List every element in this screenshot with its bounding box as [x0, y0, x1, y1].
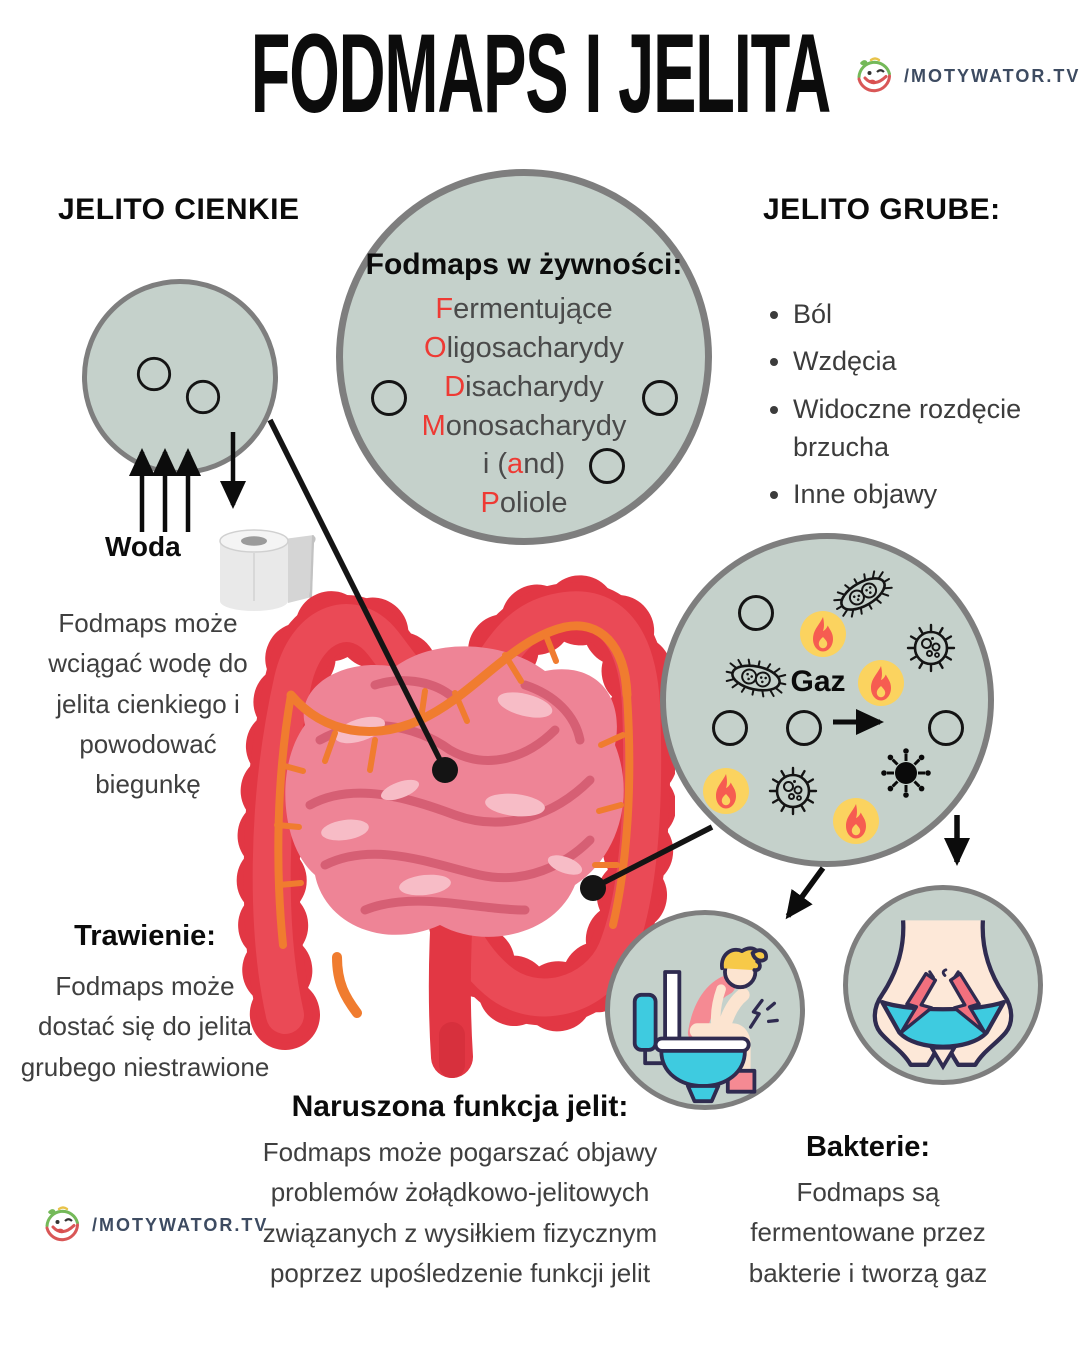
bubble-icon	[738, 595, 774, 631]
fodmap-line: Poliole	[480, 487, 568, 520]
fire-icon	[703, 768, 749, 814]
symptom-item: Wzdęcia	[793, 342, 1043, 380]
brand-handle: /MOTYWATOR.TV	[904, 65, 1080, 86]
digestion-heading: Trawienie:	[74, 920, 216, 952]
symptom-item: Ból	[793, 295, 1043, 333]
fodmap-text-block: Fodmaps w żywności: Fermentujące Oligosa…	[343, 248, 705, 523]
arrow-to-toilet-icon	[785, 866, 826, 920]
fodmap-line: Oligosacharydy	[424, 331, 624, 364]
fodmap-line: Monosacharydy	[421, 409, 627, 442]
fodmap-foods-circle: Fodmaps w żywności: Fermentujące Oligosa…	[336, 169, 712, 545]
bubble-icon	[928, 710, 964, 746]
gas-circle: Gaz	[660, 533, 994, 867]
bubble-icon	[786, 710, 822, 746]
bacteria-icon	[827, 562, 899, 626]
water-label: Woda	[105, 531, 181, 562]
fire-icon	[858, 660, 904, 706]
impaired-function-heading: Naruszona funkcja jelit:	[291, 1090, 629, 1123]
bacteria-heading: Bakterie:	[805, 1131, 931, 1163]
toilet-circle	[605, 910, 805, 1110]
fodmap-heading: Fodmaps w żywności:	[365, 248, 683, 281]
black-virus-icon	[879, 746, 933, 800]
belly-circle	[843, 885, 1043, 1085]
bacteria-text: Fodmaps są fermentowane przez bakterie i…	[748, 1177, 988, 1288]
absorb-water-text: Fodmaps może wciągać wodę do jelita cien…	[48, 608, 248, 800]
gas-circle-icons	[703, 562, 964, 844]
symptoms-list: Ból Wzdęcia Widoczne rozdęcie brzucha In…	[763, 295, 1043, 523]
person-on-toilet-icon	[632, 946, 779, 1104]
small-intestine-heading: JELITO CIENKIE	[58, 193, 300, 226]
fire-icon	[800, 611, 846, 657]
small-intestine-bubbles	[136, 356, 221, 415]
symptom-item: Inne objawy	[793, 475, 1043, 513]
fire-icon	[833, 798, 879, 844]
fodmap-line: i (and)	[482, 448, 566, 481]
page-title: FODMAPS I JELITA	[250, 11, 830, 136]
symptom-item: Widoczne rozdęcie brzucha	[793, 390, 1043, 467]
fodmap-line: Fermentujące	[435, 293, 613, 325]
motywator-smiley-icon	[852, 54, 896, 98]
brand-logo-bottom: /MOTYWATOR.TV	[40, 1203, 268, 1247]
large-intestine-heading: JELITO GRUBE:	[763, 193, 1001, 226]
impaired-function-text: Fodmaps może pogarszać objawy problemów …	[262, 1137, 658, 1288]
digestion-text: Fodmaps może dostać się do jelita grubeg…	[20, 971, 270, 1082]
virus-icon	[906, 623, 956, 673]
virus-icon	[768, 766, 818, 816]
brand-handle: /MOTYWATOR.TV	[92, 1214, 269, 1235]
fodmap-line: Disacharydy	[444, 370, 604, 403]
small-intestine-circle	[82, 279, 278, 475]
bubble-icon	[712, 710, 748, 746]
motywator-smiley-icon	[40, 1203, 84, 1247]
brand-logo-top: /MOTYWATOR.TV	[852, 54, 1080, 98]
bubble-icon	[185, 379, 221, 415]
bloated-belly-icon	[872, 920, 1014, 1071]
gas-label: Gaz	[790, 665, 846, 698]
bubble-icon	[136, 356, 172, 392]
